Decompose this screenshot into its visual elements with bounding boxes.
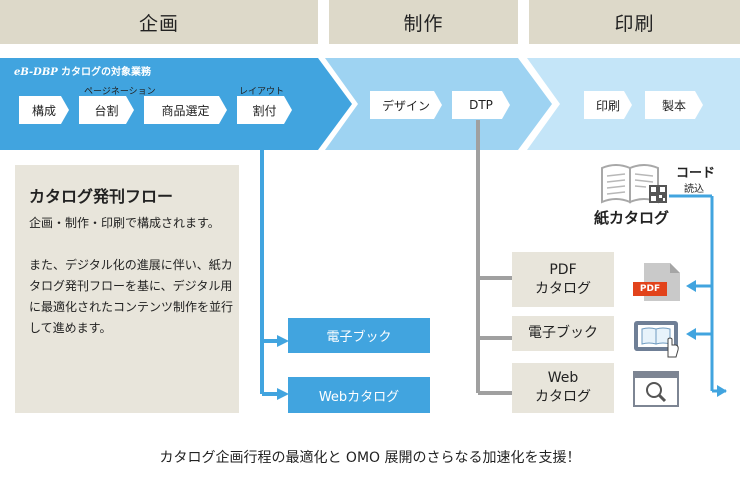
target-label: カタログの対象業務 (60, 67, 151, 78)
header-printing-label: 印刷 (614, 12, 655, 35)
header-production: 制作 (329, 0, 518, 44)
step-layout-label: 割付 (252, 103, 277, 118)
header-planning: 企画 (0, 0, 318, 44)
step-design: デザイン (370, 91, 442, 119)
output-ebook: 電子ブック (288, 318, 430, 353)
footer-tagline: カタログ企画行程の最適化と OMO 展開のさらなる加速化を支援！ (159, 450, 581, 466)
step-composition-label: 構成 (31, 103, 56, 118)
pagination-note: ページネーション (84, 87, 156, 97)
info-panel-title: カタログ発刊フロー (29, 187, 174, 206)
printing-arrow (527, 58, 740, 150)
code-label: コード (676, 166, 716, 181)
browser-search-icon (633, 371, 679, 407)
pdf-arrowhead (686, 280, 696, 292)
step-dtp-label: DTP (469, 98, 493, 112)
step-dtp: DTP (452, 91, 510, 119)
planning-connector (260, 148, 280, 396)
step-print: 印刷 (584, 91, 632, 119)
tablet-ebook-icon (634, 321, 679, 358)
pdf-badge: PDF (633, 282, 667, 296)
info-panel-body: 企画・制作・印刷で構成されます。 また、デジタル化の進展に伴い、紙カタログ発刊フ… (29, 216, 234, 335)
layout-note: レイアウト (239, 87, 285, 97)
header-planning-label: 企画 (138, 12, 179, 35)
header-printing: 印刷 (529, 0, 740, 44)
step-product-selection: 商品選定 (144, 96, 227, 124)
step-binding: 製本 (645, 91, 703, 119)
step-product-selection-label: 商品選定 (161, 103, 210, 118)
production-connector (476, 120, 512, 395)
step-page-allocation: 台割 (79, 96, 134, 124)
ebook-box: 電子ブック (512, 316, 614, 351)
step-layout: 割付 (237, 96, 292, 124)
output-ebook-label: 電子ブック (326, 330, 392, 345)
output-web-catalog-label: Webカタログ (318, 389, 400, 405)
qr-code-icon (649, 185, 667, 203)
ebook-icon-arrowhead (686, 328, 696, 340)
step-page-allocation-label: 台割 (94, 103, 119, 118)
step-design-label: デザイン (381, 98, 430, 113)
paper-catalog-label: 紙カタログ (594, 209, 670, 227)
web-catalog-box: Web カタログ (512, 363, 614, 413)
header-production-label: 制作 (403, 12, 444, 35)
step-binding-label: 製本 (661, 98, 686, 113)
step-composition: 構成 (19, 96, 69, 124)
pdf-catalog-box: PDF カタログ (512, 252, 614, 307)
brand-label: eB-DBP カタログの対象業務 (14, 63, 151, 78)
output-web-catalog: Webカタログ (288, 377, 430, 413)
web-icon-arrowhead (717, 385, 727, 397)
info-panel: カタログ発刊フロー 企画・制作・印刷で構成されます。 また、デジタル化の進展に伴… (15, 165, 239, 413)
ebook-arrowhead (277, 335, 289, 347)
web-arrowhead (277, 388, 289, 400)
read-label: 読込 (684, 184, 704, 195)
step-print-label: 印刷 (595, 98, 620, 113)
brand-logo: eB-DBP (14, 67, 58, 78)
